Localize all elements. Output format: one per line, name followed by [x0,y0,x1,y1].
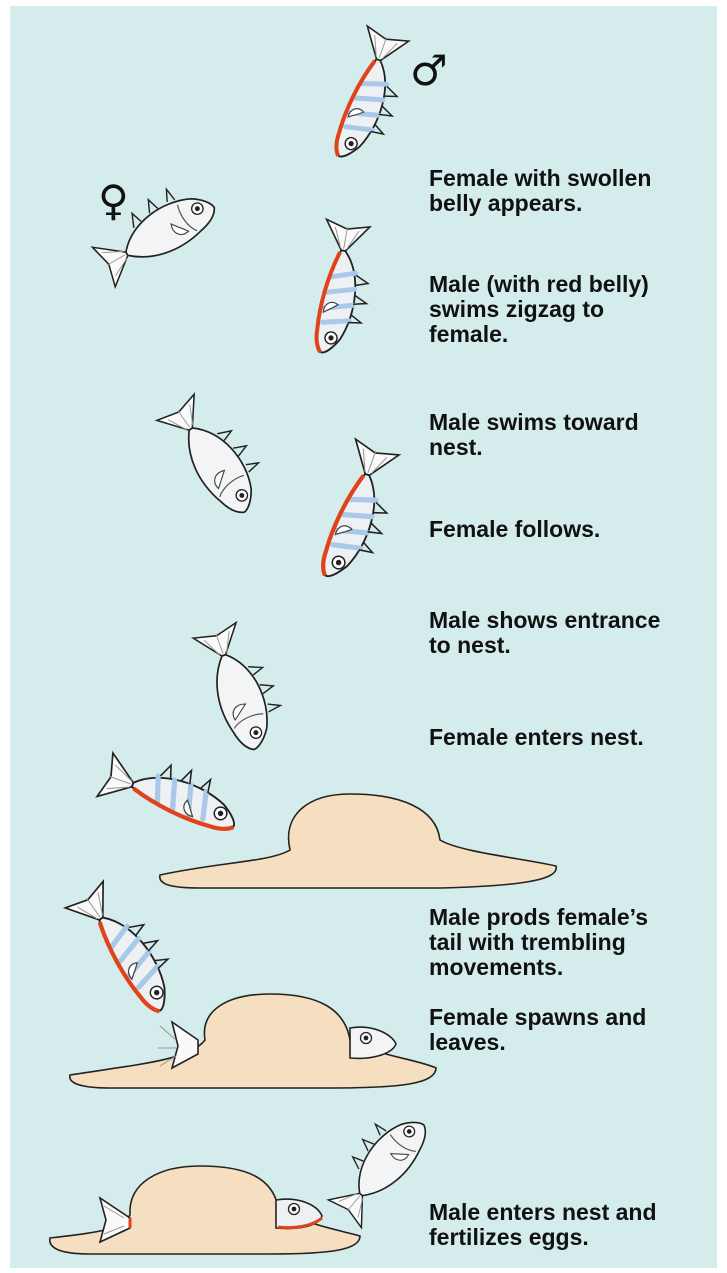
caption-female-follows: Female follows. [429,517,600,542]
male-fish [65,875,191,1021]
caption-male-prods-female: Male prods female’s tail with trembling … [429,905,648,980]
male-symbol: ♂ [410,50,448,92]
caption-female-appears: Female with swollen belly appears. [429,166,651,216]
caption-female-spawns: Female spawns and leaves. [429,1005,646,1055]
female-fish [319,1101,438,1228]
female-symbol: ♀ [98,180,129,222]
caption-male-zigzag: Male (with red belly) swims zigzag to fe… [429,272,649,347]
caption-male-swims-toward-nest: Male swims toward nest. [429,410,639,460]
male-fish [304,219,380,358]
male-fish [322,26,418,169]
female-fish [157,387,277,524]
male-fish [308,439,409,589]
male-fish [97,743,247,844]
male-head-in-nest [276,1199,322,1228]
caption-male-shows-entrance: Male shows entrance to nest. [429,608,660,658]
female-fish [193,618,291,756]
caption-male-fertilizes: Male enters nest and fertilizes eggs. [429,1200,657,1250]
female-head-leaving-nest [350,1027,396,1058]
caption-female-enters-nest: Female enters nest. [429,725,644,750]
